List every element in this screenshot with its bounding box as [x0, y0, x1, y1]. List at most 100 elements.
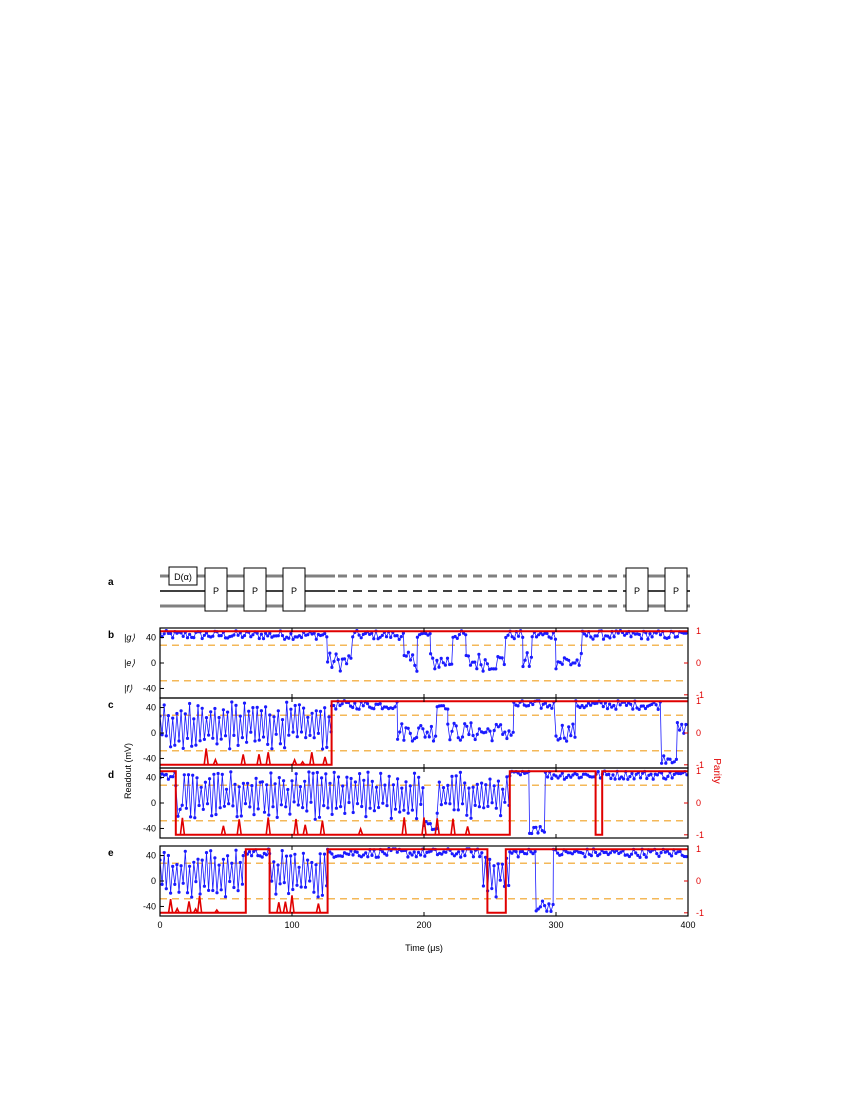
readout-point	[435, 658, 439, 663]
readout-point	[257, 738, 261, 742]
readout-point	[575, 658, 579, 662]
readout-point	[585, 634, 589, 638]
readout-point	[536, 907, 540, 911]
readout-point	[268, 631, 272, 635]
readout-point	[185, 736, 190, 741]
readout-point	[169, 631, 173, 636]
readout-point	[429, 652, 433, 656]
readout-point	[282, 779, 286, 783]
y-tick-label-right: 1	[696, 844, 701, 854]
readout-point	[355, 802, 360, 806]
readout-point	[505, 775, 509, 779]
readout-point	[589, 703, 593, 707]
readout-point	[320, 893, 324, 897]
y-tick-label-left: -40	[143, 753, 156, 763]
y-tick-label-right: 1	[696, 696, 701, 706]
readout-point	[417, 775, 421, 779]
readout-point	[558, 736, 562, 741]
readout-point	[240, 635, 244, 640]
readout-point	[446, 722, 450, 726]
parity-trace	[160, 848, 688, 914]
readout-point	[238, 860, 242, 865]
readout-point	[441, 704, 446, 708]
readout-point	[197, 803, 201, 808]
readout-point	[317, 815, 322, 819]
readout-point	[578, 705, 582, 710]
readout-point	[218, 806, 222, 810]
readout-point	[406, 726, 410, 730]
readout-point	[460, 735, 465, 739]
readout-point	[553, 637, 558, 641]
readout-point	[551, 902, 555, 907]
readout-point	[530, 831, 534, 836]
y-tick-label-right: 1	[696, 766, 701, 776]
y-tick-label-left: 0	[151, 728, 156, 738]
y-tick-label-left: 0	[151, 658, 156, 668]
readout-point	[560, 771, 564, 775]
readout-point	[178, 807, 182, 812]
readout-point	[322, 804, 326, 808]
y-tick-label-left: 0	[151, 798, 156, 808]
readout-point	[440, 852, 444, 856]
x-tick-label: 300	[548, 920, 563, 930]
readout-point	[601, 637, 606, 641]
readout-point	[534, 825, 538, 829]
readout-point	[523, 658, 527, 662]
readout-point	[372, 707, 376, 711]
parity-spike	[212, 757, 219, 766]
readout-point	[303, 779, 307, 783]
readout-point	[320, 776, 324, 780]
readout-point	[678, 728, 682, 732]
readout-point	[444, 850, 448, 854]
parity-spike	[192, 907, 199, 914]
readout-point	[283, 746, 287, 750]
readout-point	[385, 804, 389, 808]
readout-point	[549, 909, 553, 914]
readout-point	[492, 864, 496, 868]
parity-spike	[309, 752, 315, 765]
readout-point	[437, 780, 441, 784]
readout-point	[460, 802, 465, 806]
readout-point	[393, 705, 397, 709]
readout-point	[428, 632, 432, 636]
parity-spike	[319, 820, 326, 835]
readout-point	[195, 776, 199, 780]
readout-point	[498, 878, 502, 882]
readout-point	[488, 729, 492, 733]
readout-point	[631, 707, 635, 711]
readout-point	[192, 636, 196, 640]
readout-point	[503, 800, 507, 804]
readout-point	[469, 721, 473, 725]
readout-point	[556, 776, 560, 780]
readout-point	[502, 662, 506, 667]
readout-point	[645, 776, 649, 781]
readout-point	[347, 654, 351, 658]
y-tick-label-right: 0	[696, 728, 701, 738]
readout-point	[591, 637, 595, 641]
readout-point	[549, 636, 553, 640]
displacement-gate-label: D(α)	[174, 572, 192, 582]
readout-point	[613, 777, 617, 781]
readout-point	[188, 701, 192, 706]
readout-point	[423, 735, 427, 739]
readout-point	[230, 861, 234, 865]
readout-point	[608, 851, 613, 855]
readout-point	[649, 772, 653, 776]
readout-point	[569, 775, 573, 779]
readout-point	[221, 708, 225, 712]
readout-point	[573, 661, 577, 665]
readout-point	[175, 863, 179, 867]
readout-point	[196, 857, 200, 861]
readout-point	[211, 736, 215, 740]
readout-point	[280, 849, 284, 853]
readout-point	[219, 888, 223, 892]
readout-point	[520, 849, 525, 854]
readout-point	[611, 773, 615, 777]
readout-point	[355, 850, 359, 854]
readout-point	[525, 852, 529, 856]
readout-point	[454, 724, 458, 728]
readout-point	[301, 806, 305, 810]
readout-point	[429, 849, 433, 853]
y-tick-label-right: 0	[696, 658, 701, 668]
x-axis-label: Time (μs)	[405, 943, 443, 953]
